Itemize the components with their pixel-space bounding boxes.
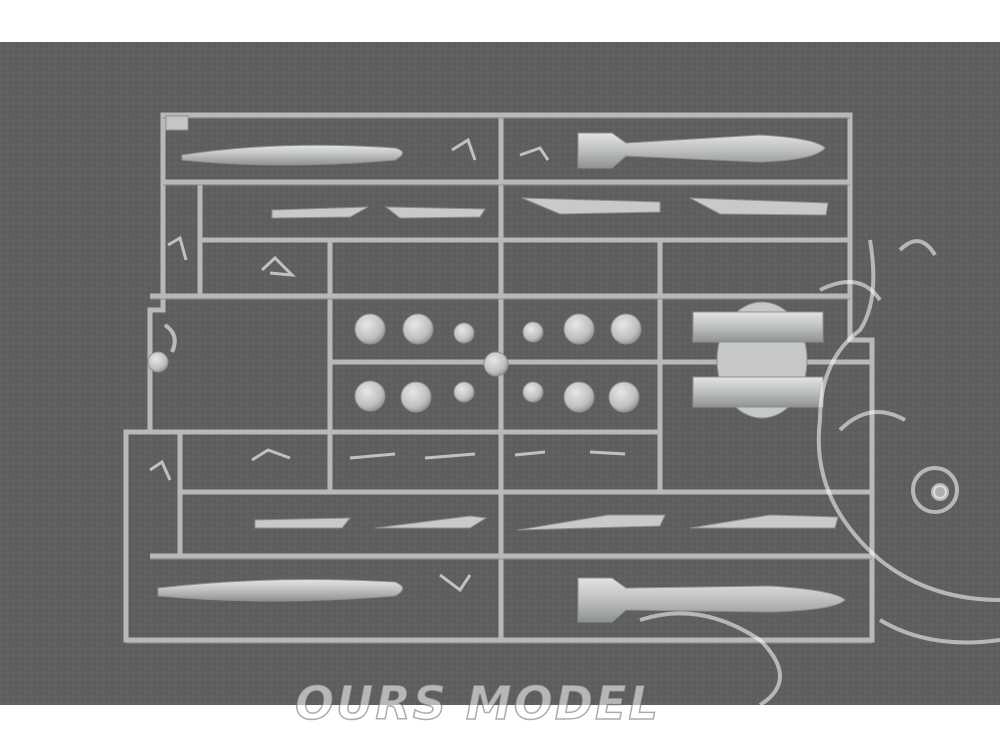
sprue-frame <box>123 112 875 643</box>
pylon-parts <box>254 197 839 531</box>
drop-tank-upper-left <box>181 144 403 166</box>
gear-door-parts <box>692 301 824 419</box>
missile-lower-right <box>577 577 846 623</box>
sprue-tab <box>165 115 189 131</box>
missile-upper-right <box>577 132 826 169</box>
sprue-gate <box>147 351 169 373</box>
small-struts <box>149 137 626 593</box>
drop-tank-lower-left <box>157 579 403 602</box>
bottom-band <box>0 705 1000 750</box>
wheel-parts <box>354 313 642 413</box>
mascot-watermark <box>639 239 1000 707</box>
top-band <box>0 0 1000 42</box>
